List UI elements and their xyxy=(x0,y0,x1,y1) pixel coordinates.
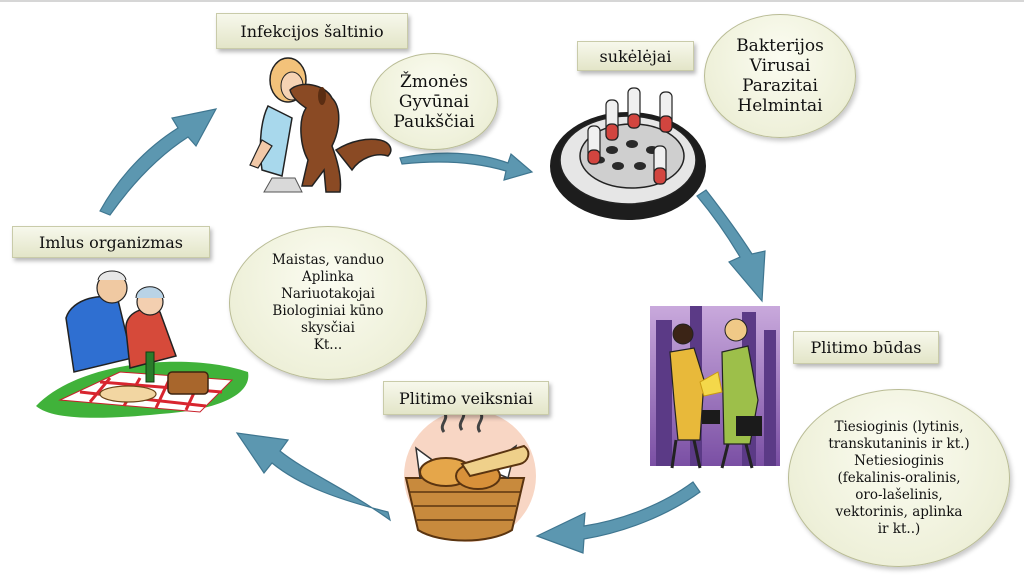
source-item: Žmonės xyxy=(400,71,468,92)
pathogen-item: Parazitai xyxy=(742,76,818,96)
transmission-item: Netiesioginis xyxy=(854,452,944,469)
pathogen-item: Bakterijos xyxy=(736,36,824,56)
transmission-item: ir kt..) xyxy=(877,520,921,537)
transmission-item: (fekalinis-oralinis, xyxy=(837,469,961,486)
source-item: Gyvūnai xyxy=(398,91,470,112)
bubble-infection-sources: Žmonės Gyvūnai Paukščiai xyxy=(370,53,498,150)
factor-item: Kt... xyxy=(313,337,343,353)
label-transmission-factors: Plitimo veiksniai xyxy=(383,381,549,415)
bubble-pathogen-types: Bakterijos Virusai Parazitai Helmintai xyxy=(704,14,856,138)
arrow-transmission-to-factors xyxy=(535,481,701,554)
pathogen-item: Virusai xyxy=(749,56,811,76)
transmission-item: transkutaninis ir kt.) xyxy=(828,435,970,452)
factor-item: Aplinka xyxy=(302,269,354,285)
transmission-item: Tiesioginis (lytinis, xyxy=(834,418,964,435)
bubble-transmission-modes: Tiesioginis (lytinis, transkutaninis ir … xyxy=(788,389,1010,567)
label-susceptible-host: Imlus organizmas xyxy=(12,226,210,258)
transmission-item: oro-lašelinis, xyxy=(855,486,943,503)
factor-item: skysčiai xyxy=(301,320,355,336)
factor-item: Nariuotakojai xyxy=(281,286,375,302)
factor-item: Maistas, vanduo xyxy=(272,252,384,268)
arrow-pathogens-to-transmission xyxy=(696,189,766,303)
cycle-arrows xyxy=(99,108,766,554)
transmission-item: vektorinis, aplinka xyxy=(835,503,963,520)
factor-item: Biologiniai kūno xyxy=(272,303,384,319)
petri-dish-test-tubes-clipart xyxy=(550,87,706,220)
source-item: Paukščiai xyxy=(393,111,475,132)
pathogen-item: Helmintai xyxy=(737,96,823,116)
woman-with-dog-clipart xyxy=(249,57,392,193)
arrow-factors-to-host xyxy=(235,432,391,522)
label-transmission-mode: Plitimo būdas xyxy=(793,331,939,364)
label-pathogens: sukėlėjai xyxy=(577,41,694,71)
arrow-host-to-source xyxy=(99,108,218,216)
arrow-source-to-pathogens xyxy=(399,152,534,181)
elderly-couple-picnic-clipart xyxy=(36,270,249,418)
business-handshake-clipart xyxy=(650,306,780,469)
label-infection-source: Infekcijos šaltinio xyxy=(216,13,408,49)
bread-basket-clipart xyxy=(404,389,536,542)
top-rule xyxy=(0,0,1024,2)
bubble-transmission-factors: Maistas, vanduo Aplinka Nariuotakojai Bi… xyxy=(229,226,427,380)
